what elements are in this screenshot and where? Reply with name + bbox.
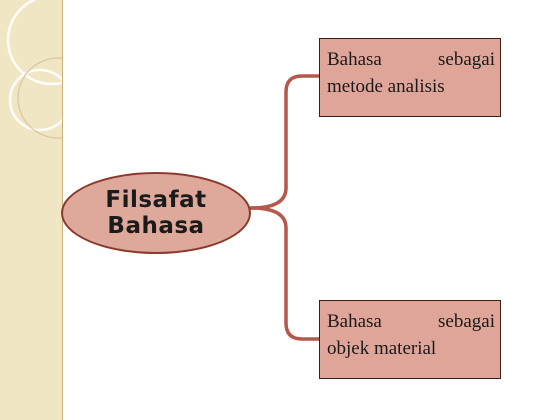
branch-bottom-word-1: Bahasa	[327, 311, 382, 332]
connector-line-bottom	[249, 206, 321, 341]
central-node-line-2: Bahasa	[107, 213, 205, 239]
connector-line-top	[249, 74, 321, 210]
branch-top-word-1: Bahasa	[327, 49, 382, 70]
branch-bottom-line-1: Bahasa sebagai	[327, 308, 495, 335]
branch-bottom-line-2: objek material	[327, 338, 437, 359]
central-node: Filsafat Bahasa	[61, 172, 251, 254]
branch-top-line-2: metode analisis	[327, 76, 445, 97]
central-node-label: Filsafat Bahasa	[105, 187, 206, 239]
central-node-line-1: Filsafat	[105, 187, 207, 213]
branch-top-line-1: Bahasa sebagai	[327, 46, 495, 73]
decorative-circles	[6, 0, 62, 139]
branch-top-word-2: sebagai	[438, 49, 495, 70]
branch-bottom-word-2: sebagai	[438, 311, 495, 332]
branch-box-top: Bahasa sebagai metode analisis	[319, 38, 501, 117]
branch-box-bottom: Bahasa sebagai objek material	[319, 300, 501, 379]
decorative-side-panel	[0, 0, 63, 420]
